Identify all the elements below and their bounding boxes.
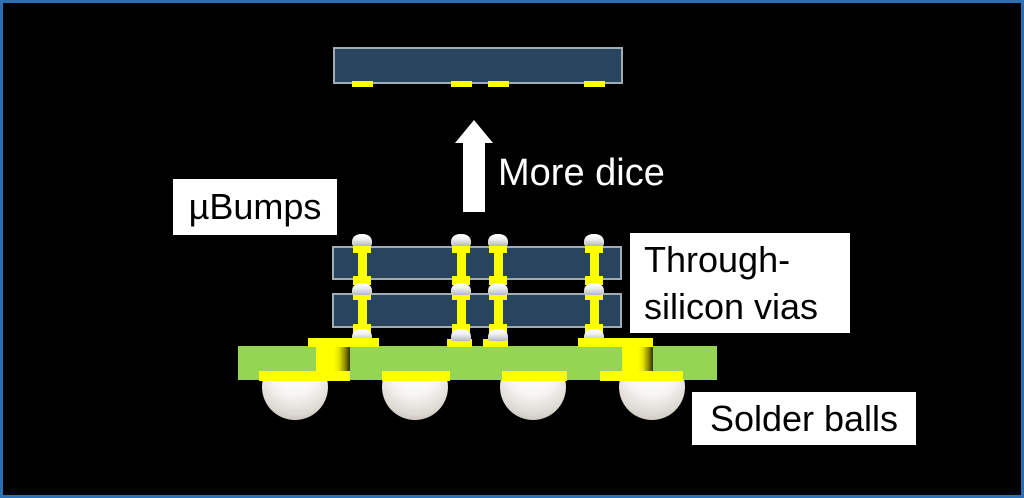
tsv-bottom-cap — [489, 324, 507, 333]
microbump — [451, 283, 471, 295]
tsv-shaft — [357, 246, 367, 280]
microbump — [584, 234, 604, 246]
ubumps-label: µBumps — [173, 179, 337, 235]
microbump — [451, 234, 471, 246]
microbump — [352, 234, 372, 246]
top-die-pad — [583, 81, 605, 87]
substrate-top-pad — [483, 339, 508, 347]
microbump — [488, 283, 508, 295]
tsv-shaft — [493, 246, 503, 280]
microbump — [584, 283, 604, 295]
microbump — [488, 329, 508, 341]
tsv-shaft — [589, 293, 599, 328]
tsv-label-line2: silicon vias — [644, 286, 819, 327]
tsv-shaft — [589, 246, 599, 280]
tsv-bottom-cap — [452, 324, 470, 333]
microbump — [451, 329, 471, 341]
top-die-pad — [487, 81, 509, 87]
tsv-shaft — [357, 293, 367, 328]
top-die-pad — [351, 81, 373, 87]
tsv-shaft — [493, 293, 503, 328]
substrate-top-pad — [447, 339, 472, 347]
microbump — [352, 283, 372, 295]
solder-balls-label: Solder balls — [692, 392, 916, 445]
substrate-via-cap — [578, 338, 653, 347]
solder-ball-pad — [600, 371, 683, 381]
microbump — [488, 234, 508, 246]
tsv-bottom-cap — [585, 324, 603, 333]
tsv-bottom-cap — [353, 276, 371, 285]
substrate-via-cap — [308, 338, 379, 347]
tsv-shaft — [456, 246, 466, 280]
tsv-label-line1: Through- — [644, 239, 791, 280]
more-dice-label: More dice — [498, 152, 665, 194]
solder-ball-pad — [382, 371, 450, 381]
tsv-label: Through- silicon vias — [630, 233, 850, 333]
tsv-bottom-cap — [353, 324, 371, 333]
tsv-bottom-cap — [585, 276, 603, 285]
stacked-die-upper — [332, 246, 622, 280]
tsv-bottom-cap — [489, 276, 507, 285]
top-die-pad — [450, 81, 472, 87]
stacked-die-lower — [332, 293, 622, 328]
tsv-bottom-cap — [452, 276, 470, 285]
top-die — [333, 47, 623, 84]
tsv-shaft — [456, 293, 466, 328]
solder-ball-pad — [502, 371, 567, 381]
solder-ball-pad — [259, 371, 350, 381]
